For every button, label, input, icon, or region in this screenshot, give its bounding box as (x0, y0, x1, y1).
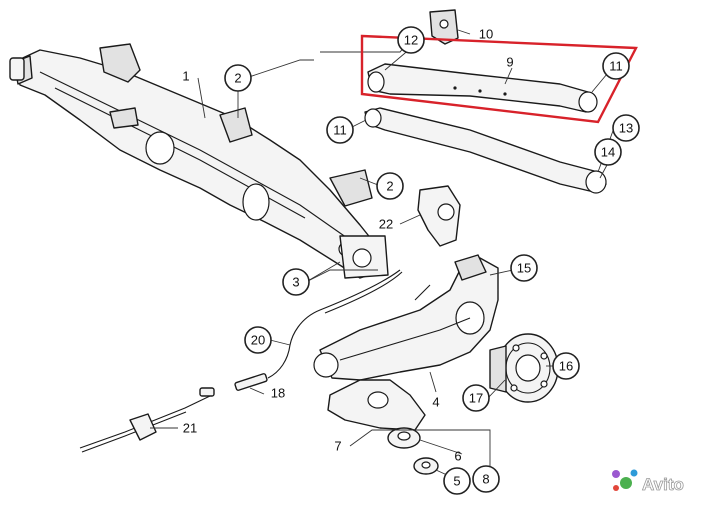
leader-lines (150, 29, 615, 481)
speed-sensor (79, 387, 215, 453)
wheel-carrier (313, 254, 499, 381)
watermark-dot-green (620, 477, 632, 489)
callout-18: 18 (271, 386, 285, 401)
callout-5: 5 (443, 467, 471, 495)
svg-text:2: 2 (386, 179, 393, 194)
avito-watermark: Avito (612, 469, 684, 494)
svg-text:13: 13 (619, 121, 633, 136)
callout-2a: 2 (224, 64, 252, 92)
callout-11b: 11 (326, 116, 354, 144)
callout-2b: 2 (376, 172, 404, 200)
svg-text:21: 21 (183, 421, 197, 436)
callout-1: 1 (182, 69, 189, 84)
svg-text:11: 11 (333, 123, 347, 138)
callout-20: 20 (244, 326, 272, 354)
svg-text:6: 6 (454, 449, 461, 464)
watermark-dot-red (613, 485, 619, 491)
callout-4: 4 (432, 395, 439, 410)
watermark-brand-text: Avito (642, 475, 684, 494)
svg-text:14: 14 (601, 145, 615, 160)
svg-text:16: 16 (559, 359, 573, 374)
control-arm-lower (364, 107, 607, 194)
callout-11a: 11 (602, 52, 630, 80)
callout-21: 21 (183, 421, 197, 436)
control-arm-upper (367, 63, 598, 113)
callout-14: 14 (594, 138, 622, 166)
highlight-box (360, 34, 638, 124)
svg-text:2: 2 (234, 71, 241, 86)
callout-16: 16 (552, 352, 580, 380)
svg-text:4: 4 (432, 395, 439, 410)
callout-9: 9 (506, 55, 513, 70)
mount-plate (327, 379, 426, 431)
svg-text:22: 22 (379, 217, 393, 232)
watermark-dot-blue (630, 469, 638, 477)
callout-3: 3 (282, 268, 310, 296)
callout-7: 7 (334, 439, 341, 454)
svg-text:1: 1 (182, 69, 189, 84)
callout-6: 6 (454, 449, 461, 464)
bracket-22 (417, 185, 461, 247)
svg-text:17: 17 (469, 391, 483, 406)
svg-text:15: 15 (517, 261, 531, 276)
svg-text:8: 8 (482, 472, 489, 487)
callout-13: 13 (612, 114, 640, 142)
bushing-6 (387, 427, 421, 449)
svg-text:3: 3 (292, 275, 299, 290)
callout-8: 8 (472, 465, 500, 493)
wheel-hub (489, 333, 559, 403)
svg-text:7: 7 (334, 439, 341, 454)
callout-12: 12 (397, 26, 425, 54)
sensor-cable (234, 269, 431, 391)
svg-text:5: 5 (453, 474, 460, 489)
rear-subframe (9, 43, 389, 279)
washer-5 (413, 457, 439, 475)
svg-text:12: 12 (404, 33, 418, 48)
callout-17: 17 (462, 384, 490, 412)
svg-text:18: 18 (271, 386, 285, 401)
callout-10: 10 (479, 27, 493, 42)
callout-15: 15 (510, 254, 538, 282)
watermark-dot-purple (612, 470, 620, 478)
svg-text:9: 9 (506, 55, 513, 70)
svg-text:10: 10 (479, 27, 493, 42)
svg-text:20: 20 (251, 333, 265, 348)
svg-text:11: 11 (609, 59, 623, 74)
callout-22: 22 (379, 217, 393, 232)
